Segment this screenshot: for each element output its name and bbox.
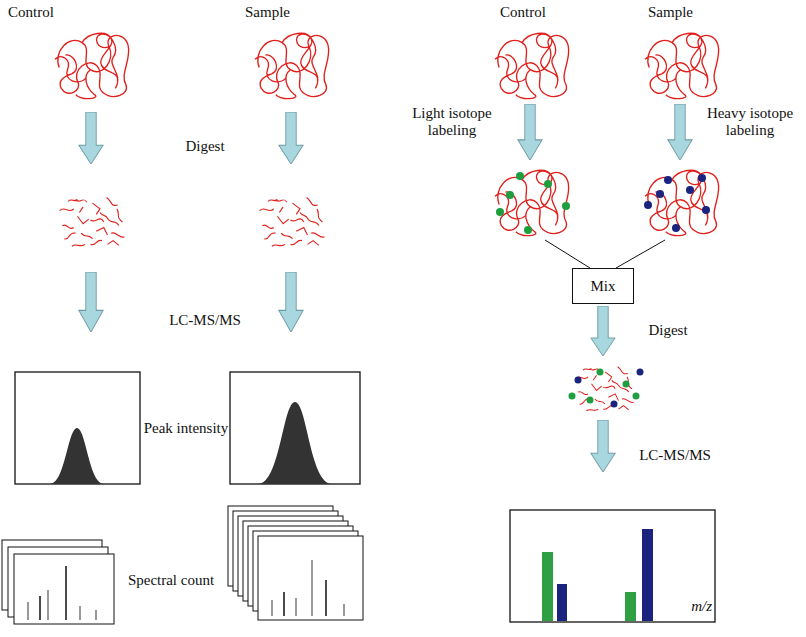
light-label-dot: [516, 172, 524, 180]
block-arrow: [518, 104, 542, 160]
spectrum-page: [14, 554, 114, 624]
spectrum-line: [39, 596, 41, 620]
box-text: Mix: [590, 278, 615, 295]
ms-spectrum-panel: [510, 510, 715, 622]
light-label-dot: [506, 191, 514, 199]
spectrum-line: [343, 604, 345, 616]
block-arrow: [591, 420, 615, 472]
spectrum-line: [79, 606, 81, 620]
light-label-dot: [633, 393, 640, 400]
fragment-labels: [569, 369, 644, 408]
light-label-dot: [587, 397, 594, 404]
step-label: Light isotope labeling: [402, 105, 502, 139]
step-label: Spectral count: [116, 572, 226, 589]
protein-control: [55, 33, 129, 98]
light-label-dot: [496, 208, 504, 216]
spectrum-line: [325, 580, 327, 616]
axis-label: m/z: [672, 598, 712, 615]
protein-sample: [255, 33, 329, 98]
heavy-peak-bar: [642, 529, 653, 621]
step-label: LC-MS/MS: [150, 312, 260, 329]
step-label: Digest: [150, 138, 260, 155]
spectra-stack: [2, 540, 114, 624]
heavy-label-dot: [575, 377, 582, 384]
step-label: Digest: [628, 322, 708, 339]
heavy-label-dot: [686, 186, 694, 194]
spectra-stack: [228, 506, 363, 620]
spectrum-lines: [272, 560, 344, 616]
block-arrow: [279, 112, 303, 164]
light-label-dot: [569, 393, 576, 400]
mix-line: [616, 240, 665, 268]
step-label: Peak intensity: [141, 420, 231, 437]
column-heading: Control: [8, 4, 88, 21]
block-arrow: [668, 104, 692, 160]
peak: [258, 402, 332, 484]
light-peak-bar: [625, 592, 636, 621]
light-peak-bar: [542, 552, 553, 621]
light-label-dot: [524, 226, 532, 234]
column-heading: Sample: [245, 4, 325, 21]
spectrum-lines: [28, 566, 96, 620]
heavy-label-dot: [656, 190, 664, 198]
peak-panel: [230, 372, 360, 484]
heavy-label-dot: [672, 224, 680, 232]
mix-line: [545, 240, 590, 268]
digest-mixed: [575, 367, 633, 411]
block-arrow: [591, 306, 615, 356]
column-heading: Control: [500, 4, 580, 21]
protein-sample: [645, 33, 719, 98]
process-box: Mix: [572, 268, 634, 304]
spectrum-line: [295, 598, 297, 616]
protein-light: [495, 170, 569, 235]
light-label-dot: [597, 369, 604, 376]
protein-heavy: [645, 170, 719, 235]
heavy-peak-bar: [557, 584, 567, 621]
spectrum-line: [27, 602, 29, 620]
spectrum-line: [271, 600, 273, 616]
peak-panel: [15, 372, 140, 484]
block-arrow: [79, 112, 103, 164]
step-label: Heavy isotope labeling: [700, 105, 800, 139]
digest-sample: [260, 198, 325, 247]
heavy-label-dot: [702, 206, 710, 214]
peak: [50, 428, 104, 484]
light-labels: [496, 172, 570, 234]
spectrum-line: [283, 592, 285, 616]
heavy-labels: [644, 174, 710, 232]
spectrum-page: [258, 536, 363, 620]
spectrum-line: [95, 610, 97, 620]
column-heading: Sample: [648, 4, 728, 21]
heavy-label-dot: [611, 401, 618, 408]
digest-control: [60, 198, 125, 247]
spectrum-line: [47, 590, 49, 620]
heavy-label-dot: [664, 176, 672, 184]
spectrum-line: [311, 560, 313, 616]
light-label-dot: [562, 202, 570, 210]
heavy-label-dot: [637, 369, 644, 376]
protein-control: [495, 33, 569, 98]
block-arrow: [279, 272, 303, 332]
light-label-dot: [623, 381, 630, 388]
heavy-label-dot: [644, 201, 652, 209]
light-label-dot: [544, 180, 552, 188]
block-arrow: [79, 272, 103, 332]
step-label: LC-MS/MS: [630, 447, 720, 464]
spectrum-line: [65, 566, 67, 620]
heavy-label-dot: [698, 174, 706, 182]
